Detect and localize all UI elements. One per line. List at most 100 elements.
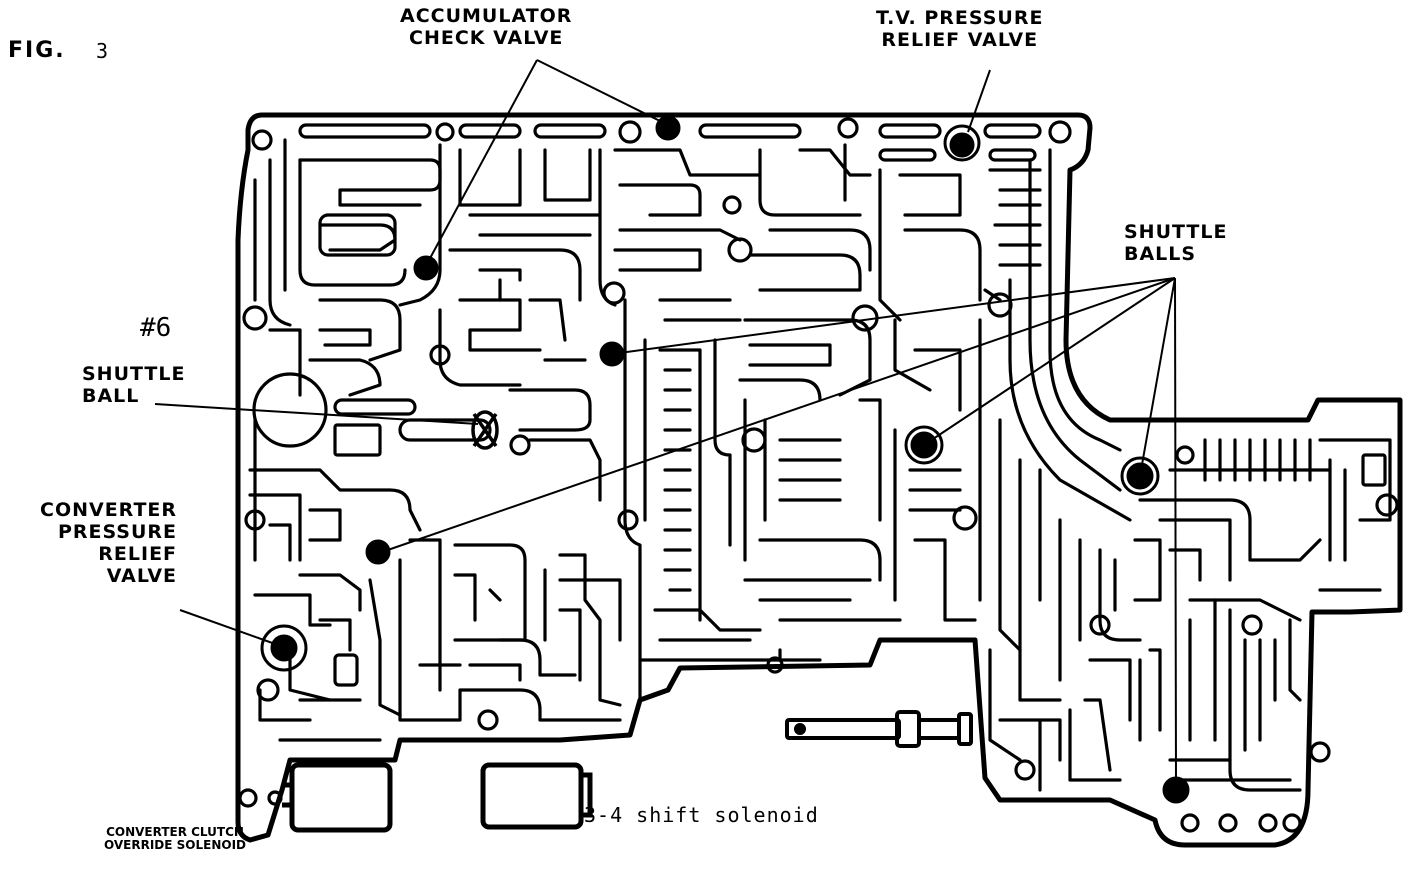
passage: [618, 183, 702, 217]
bolt-hole: [238, 788, 258, 808]
passage: [998, 718, 1062, 762]
passage: [1083, 698, 1112, 772]
passage: [1228, 608, 1302, 792]
converter-clutch-solenoid-label: CONVERTER CLUTCH OVERRIDE SOLENOID: [104, 825, 246, 852]
passage: [713, 338, 732, 547]
passage: [623, 298, 642, 702]
shuttle-ball: [365, 539, 391, 565]
passage: [618, 228, 742, 242]
passage: [248, 493, 302, 562]
shuttle-balls-label: SHUTTLE BALLS: [1124, 221, 1228, 266]
accumulator-check-ball: [413, 255, 439, 281]
passage: [988, 148, 1037, 162]
passage: [748, 253, 862, 292]
passage: [308, 358, 382, 397]
accumulator-check-ball: [655, 115, 681, 141]
bolt-hole: [837, 117, 859, 139]
leader-shuttle: [1139, 277, 1176, 477]
passage: [453, 638, 577, 677]
bolt-hole: [1241, 614, 1263, 636]
shift-solenoid-34-label: 3-4 shift solenoid: [584, 803, 819, 827]
label-line: SHUTTLE: [1124, 221, 1228, 243]
passage: [698, 123, 802, 139]
passage: [288, 648, 332, 702]
bolt-hole: [602, 281, 626, 305]
passage: [508, 388, 592, 432]
passage: [333, 398, 417, 416]
passage: [248, 468, 422, 532]
leader-shuttle: [381, 277, 1176, 553]
bolt-hole: [987, 292, 1013, 318]
bolt-hole: [741, 427, 767, 453]
label-line: VALVE: [106, 564, 178, 587]
passage: [903, 228, 982, 302]
label-line: SHUTTLE: [82, 363, 186, 385]
passage: [458, 123, 522, 139]
passage: [468, 663, 522, 682]
passage: [438, 308, 522, 387]
bolt-hole: [727, 237, 753, 263]
passage: [1133, 538, 1162, 602]
passage: [1088, 658, 1132, 722]
passage: [448, 248, 582, 302]
bolt-hole: [244, 509, 266, 531]
passage: [653, 608, 762, 632]
passage: [268, 158, 292, 327]
plate-outline: [235, 112, 1403, 848]
passage: [1138, 498, 1322, 562]
passage: [308, 508, 342, 542]
passage: [368, 578, 402, 717]
passage: [893, 318, 932, 392]
passage: [558, 553, 622, 707]
bolt-hole: [617, 509, 639, 531]
passage: [298, 158, 407, 287]
passage: [533, 123, 607, 139]
passage: [318, 213, 397, 257]
passage: [268, 523, 292, 562]
passage: [333, 653, 359, 687]
bolt-hole: [429, 344, 451, 366]
passage: [743, 318, 872, 397]
passage: [298, 573, 362, 612]
passage: [1318, 438, 1392, 522]
label-line: CONVERTER: [40, 499, 178, 521]
bolt-hole: [766, 656, 784, 674]
passage: [1008, 278, 1132, 522]
shuttle-ball-6-label: SHUTTLE BALL: [82, 363, 186, 408]
leader-shuttle: [611, 277, 1176, 355]
passage: [408, 538, 442, 692]
bolt-hole: [722, 195, 742, 215]
leader-converter: [179, 609, 279, 646]
bolt-hole: [509, 434, 531, 456]
passage: [488, 588, 502, 602]
passage: [458, 298, 542, 352]
label-line: BALL: [82, 384, 140, 407]
passage: [1168, 548, 1202, 582]
passage: [878, 148, 937, 162]
converter-pressure-relief-label: CONVERTER PRESSURE RELIEF VALVE: [40, 499, 178, 587]
passage: [878, 123, 942, 139]
shuttle-6-mark: [472, 413, 498, 447]
shuttle-ball-number: #6: [140, 313, 172, 343]
label-line: RELIEF VALVE: [881, 28, 1039, 51]
bolt-hole: [1175, 445, 1195, 465]
passage: [398, 558, 622, 722]
leader-tv: [967, 69, 991, 133]
passage: [758, 538, 882, 582]
passage: [458, 148, 522, 207]
passage: [798, 148, 872, 177]
passage: [998, 418, 1022, 652]
bolt-hole: [1258, 813, 1278, 833]
leader-shuttle: [923, 277, 1176, 446]
converter-clutch-solenoid: [289, 762, 393, 833]
bolt-hole: [618, 120, 642, 144]
leader-shuttle6: [154, 403, 479, 425]
passage: [768, 228, 872, 272]
passage: [333, 423, 382, 457]
passage: [528, 438, 602, 502]
passage: [1098, 548, 1142, 642]
passage: [1158, 518, 1232, 582]
passage: [298, 123, 432, 139]
